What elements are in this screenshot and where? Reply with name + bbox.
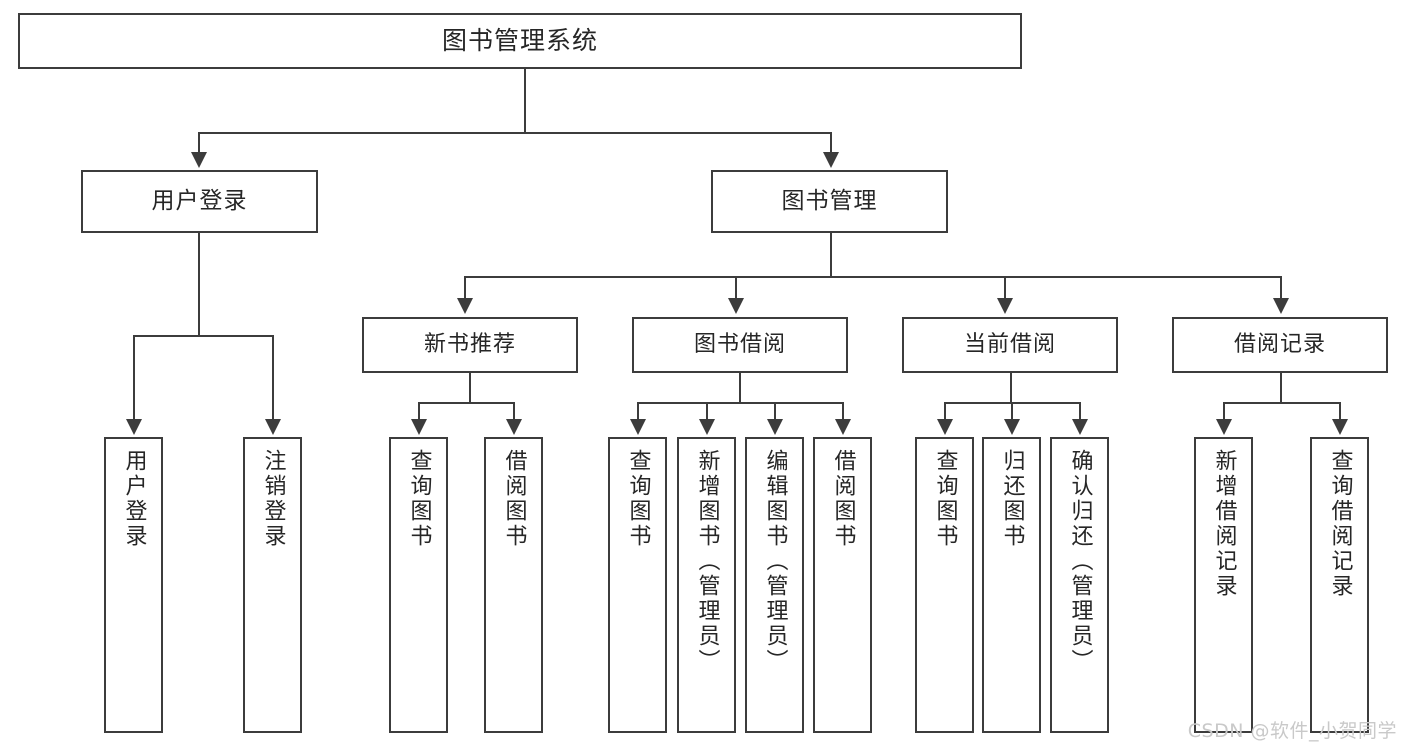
leaf-logout[interactable]: 注销登录 [243, 437, 302, 733]
connector-current-borrow-to-leaf-3 [1079, 402, 1081, 421]
connector-user-login-to-leaf-1 [133, 335, 135, 421]
arrowhead-new-book-to-leaf-1 [411, 419, 427, 435]
connector-borrow-record-bus [1223, 402, 1340, 404]
leaf-borrow-book-2-label: 借阅图书 [830, 449, 856, 549]
node-root-label: 图书管理系统 [441, 26, 598, 56]
connector-book-manage-bus [464, 276, 1280, 278]
leaf-return-book-label: 归还图书 [999, 449, 1025, 549]
leaf-query-book-2[interactable]: 查询图书 [608, 437, 667, 733]
connector-root-to-book-manage [830, 132, 832, 154]
leaf-borrow-book-1[interactable]: 借阅图书 [484, 437, 543, 733]
connector-book-borrow-to-leaf-3 [774, 402, 776, 421]
connector-borrow-record-to-leaf-1 [1223, 402, 1225, 421]
connector-user-login-to-leaf-2 [272, 335, 274, 421]
connector-borrow-record-stem [1280, 373, 1282, 403]
leaf-edit-book-label: 编辑图书（管理员） [762, 449, 788, 674]
leaf-add-book-label: 新增图书（管理员） [694, 449, 720, 674]
arrowhead-root-to-book-manage [823, 152, 839, 168]
node-root-system[interactable]: 图书管理系统 [18, 13, 1022, 69]
arrowhead-book-manage-to-current-borrow [997, 298, 1013, 314]
node-user-login[interactable]: 用户登录 [81, 170, 318, 233]
connector-root-bus [198, 132, 832, 134]
arrowhead-root-to-user-login [191, 152, 207, 168]
leaf-borrow-book-2[interactable]: 借阅图书 [813, 437, 872, 733]
node-book-manage-label: 图书管理 [781, 187, 878, 214]
leaf-query-book-3[interactable]: 查询图书 [915, 437, 974, 733]
arrowhead-book-borrow-to-leaf-3 [767, 419, 783, 435]
node-current-borrow-label: 当前借阅 [963, 332, 1056, 358]
leaf-return-book[interactable]: 归还图书 [982, 437, 1041, 733]
arrowhead-borrow-record-to-leaf-2 [1332, 419, 1348, 435]
arrowhead-book-manage-to-book-borrow [728, 298, 744, 314]
node-new-book-recommend[interactable]: 新书推荐 [362, 317, 578, 373]
arrowhead-new-book-to-leaf-2 [506, 419, 522, 435]
leaf-borrow-book-1-label: 借阅图书 [501, 449, 527, 549]
leaf-query-record[interactable]: 查询借阅记录 [1310, 437, 1369, 733]
connector-current-borrow-stem [1010, 373, 1012, 403]
leaf-edit-book[interactable]: 编辑图书（管理员） [745, 437, 804, 733]
leaf-user-login[interactable]: 用户登录 [104, 437, 163, 733]
node-book-borrow-label: 图书借阅 [693, 332, 786, 358]
node-user-login-label: 用户登录 [151, 187, 248, 214]
node-borrow-record-label: 借阅记录 [1233, 332, 1326, 358]
leaf-add-record-label: 新增借阅记录 [1211, 449, 1237, 599]
connector-book-borrow-bus [637, 402, 843, 404]
leaf-add-record[interactable]: 新增借阅记录 [1194, 437, 1253, 733]
connector-new-book-to-leaf-1 [418, 402, 420, 421]
connector-user-login-stem [198, 233, 200, 336]
leaf-query-book-1[interactable]: 查询图书 [389, 437, 448, 733]
leaf-add-book[interactable]: 新增图书（管理员） [677, 437, 736, 733]
node-new-book-recommend-label: 新书推荐 [423, 332, 516, 358]
connector-current-borrow-to-leaf-1 [944, 402, 946, 421]
connector-book-manage-to-borrow-record [1280, 276, 1282, 300]
leaf-query-book-2-label: 查询图书 [625, 449, 651, 549]
arrowhead-current-borrow-to-leaf-1 [937, 419, 953, 435]
arrowhead-book-borrow-to-leaf-2 [699, 419, 715, 435]
arrowhead-current-borrow-to-leaf-2 [1004, 419, 1020, 435]
arrowhead-book-manage-to-new-book [457, 298, 473, 314]
arrowhead-book-manage-to-borrow-record [1273, 298, 1289, 314]
leaf-query-record-label: 查询借阅记录 [1327, 449, 1353, 599]
connector-user-login-bus [133, 335, 273, 337]
connector-root-stem [524, 69, 526, 133]
leaf-logout-label: 注销登录 [260, 449, 286, 549]
connector-current-borrow-to-leaf-2 [1011, 402, 1013, 421]
leaf-confirm-return[interactable]: 确认归还（管理员） [1050, 437, 1109, 733]
connector-new-book-bus [418, 402, 514, 404]
arrowhead-user-login-to-leaf-2 [265, 419, 281, 435]
leaf-query-book-3-label: 查询图书 [932, 449, 958, 549]
connector-book-borrow-to-leaf-4 [842, 402, 844, 421]
connector-book-borrow-stem [739, 373, 741, 403]
connector-borrow-record-to-leaf-2 [1339, 402, 1341, 421]
connector-book-manage-to-new-book [464, 276, 466, 300]
node-borrow-record[interactable]: 借阅记录 [1172, 317, 1388, 373]
leaf-confirm-return-label: 确认归还（管理员） [1067, 449, 1093, 674]
connector-book-manage-stem [830, 233, 832, 277]
arrowhead-user-login-to-leaf-1 [126, 419, 142, 435]
connector-book-manage-to-book-borrow [735, 276, 737, 300]
connector-new-book-stem [469, 373, 471, 403]
arrowhead-book-borrow-to-leaf-4 [835, 419, 851, 435]
connector-book-manage-to-current-borrow [1004, 276, 1006, 300]
node-book-manage[interactable]: 图书管理 [711, 170, 948, 233]
arrowhead-current-borrow-to-leaf-3 [1072, 419, 1088, 435]
arrowhead-book-borrow-to-leaf-1 [630, 419, 646, 435]
arrowhead-borrow-record-to-leaf-1 [1216, 419, 1232, 435]
connector-new-book-to-leaf-2 [513, 402, 515, 421]
node-book-borrow[interactable]: 图书借阅 [632, 317, 848, 373]
connector-root-to-user-login [198, 132, 200, 154]
connector-book-borrow-to-leaf-1 [637, 402, 639, 421]
node-current-borrow[interactable]: 当前借阅 [902, 317, 1118, 373]
leaf-user-login-label: 用户登录 [121, 449, 147, 549]
connector-book-borrow-to-leaf-2 [706, 402, 708, 421]
leaf-query-book-1-label: 查询图书 [406, 449, 432, 549]
